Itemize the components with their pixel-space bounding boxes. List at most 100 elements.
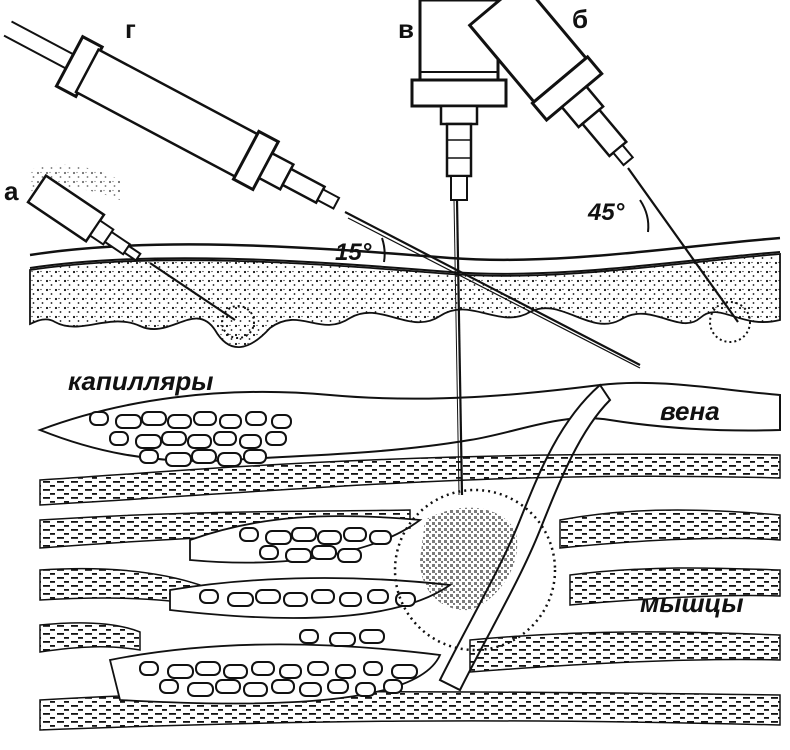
fat-cell	[329, 632, 356, 647]
fat-cell	[271, 679, 295, 694]
fat-cell	[271, 414, 292, 429]
muscle-band-6	[39, 622, 141, 653]
fat-cell	[215, 679, 241, 694]
label-syringe-v: в	[398, 14, 414, 44]
fat-cell	[383, 679, 403, 694]
muscle-band-3	[559, 509, 781, 549]
fat-cell	[187, 434, 212, 449]
fat-cell	[355, 682, 376, 697]
fat-cell	[339, 592, 362, 607]
syringe-b	[467, 0, 635, 167]
syringe-icon	[74, 47, 264, 181]
fat-cell	[317, 530, 342, 545]
muscle-band-5	[569, 567, 781, 606]
fat-cell	[239, 434, 262, 449]
fat-cell	[327, 679, 349, 694]
epidermis-bottom	[29, 251, 781, 275]
drug-depot-intramuscular	[420, 507, 518, 611]
fat-cell	[255, 589, 281, 604]
fat-cell	[135, 434, 162, 449]
fat-cell	[265, 431, 287, 446]
fat-cell	[109, 431, 129, 446]
fat-cell	[283, 592, 308, 607]
fat-cell	[343, 527, 367, 542]
injection-site-intradermal	[221, 305, 255, 339]
fat-cell	[239, 527, 259, 542]
epidermis-top	[29, 236, 781, 262]
fat-cell	[285, 548, 312, 563]
fat-cell	[311, 545, 337, 560]
needle-icon	[149, 262, 236, 321]
subcutaneous-layer	[37, 381, 781, 692]
label-capillaries: капилляры	[68, 366, 213, 396]
fat-cell	[199, 589, 219, 604]
fat-cell	[363, 661, 383, 676]
fat-cell	[367, 589, 389, 604]
angle-arc-45	[639, 199, 650, 233]
fat-cell	[219, 414, 242, 429]
fat-cell	[391, 664, 418, 679]
fat-cell	[167, 414, 192, 429]
label-angle-45: 45°	[587, 199, 625, 226]
skin-layers	[29, 164, 781, 349]
dermis-upper-left	[30, 164, 120, 200]
needle-icon	[347, 217, 641, 369]
fat-cell	[139, 661, 159, 676]
injection-site-intramuscular	[393, 488, 557, 652]
fat-cell	[291, 527, 317, 542]
fat-cell	[193, 411, 217, 426]
muscle-layers	[39, 453, 781, 731]
fat-cell	[89, 411, 109, 426]
label-syringe-a: а	[4, 176, 19, 206]
fat-cell	[161, 431, 187, 446]
fat-cell	[167, 664, 194, 679]
needle-icon	[344, 211, 641, 366]
needle-icon	[627, 167, 739, 323]
fat-cell	[251, 661, 275, 676]
angle-arc-15	[381, 237, 386, 263]
fat-cell	[299, 629, 319, 644]
fat-cell	[223, 664, 248, 679]
syringe-a	[26, 173, 142, 262]
fat-cell	[243, 682, 268, 697]
fat-lobules-lower	[139, 527, 418, 697]
fat-cell	[279, 664, 302, 679]
needle-icon	[453, 199, 460, 496]
dermis-layer	[29, 253, 781, 349]
fat-cell	[299, 682, 322, 697]
label-syringe-g: г	[125, 14, 136, 44]
fat-cell	[187, 682, 214, 697]
label-syringe-b: б	[572, 4, 588, 34]
needle-icon	[455, 199, 464, 496]
fat-cell	[259, 545, 279, 560]
fat-cell	[335, 664, 356, 679]
fat-cell	[195, 661, 221, 676]
fat-cell	[139, 449, 159, 464]
fat-cell	[337, 548, 362, 563]
fat-cell	[213, 431, 237, 446]
fat-cell	[141, 411, 167, 426]
fat-cell	[115, 414, 142, 429]
syringe-g	[3, 20, 341, 210]
label-angle-15: 15°	[335, 239, 372, 266]
fat-lobule-upper	[89, 411, 292, 467]
fat-cell	[265, 530, 292, 545]
muscle-band-1	[39, 453, 781, 506]
needles	[149, 167, 739, 496]
muscle-band-7	[469, 631, 781, 673]
fat-cell	[227, 592, 254, 607]
fat-cell	[159, 679, 179, 694]
fat-cell	[191, 449, 217, 464]
fat-cell	[395, 592, 416, 607]
fat-cell	[165, 452, 192, 467]
fat-cell	[217, 452, 242, 467]
label-muscles: мышцы	[640, 588, 744, 618]
label-vein: вена	[660, 396, 720, 426]
fat-cell	[311, 589, 335, 604]
fat-cell	[245, 411, 267, 426]
fat-cell	[369, 530, 392, 545]
injection-sites	[221, 301, 751, 652]
fat-cell	[243, 449, 267, 464]
